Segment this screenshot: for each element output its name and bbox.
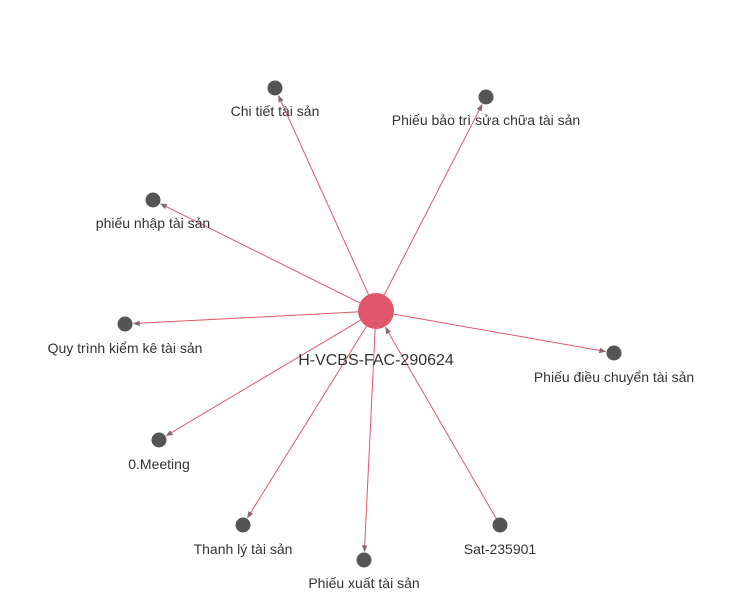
node-label-phieu-nhap-tai-san: phiếu nhập tài sản xyxy=(96,215,210,231)
node-label-sat-235901: Sat-235901 xyxy=(464,541,537,557)
edges-layer xyxy=(132,95,607,553)
node-phieu-xuat-tai-san[interactable] xyxy=(356,552,372,568)
node-chi-tiet-tai-san[interactable] xyxy=(267,80,283,96)
node-label-phieu-dieu-chuyen-tai-san: Phiếu điều chuyển tài sản xyxy=(534,369,694,385)
node-label-chi-tiet-tai-san: Chi tiết tài sản xyxy=(231,103,320,119)
edge-phieu-xuat-tai-san xyxy=(361,328,376,553)
node-label-thanh-ly-tai-san: Thanh lý tài sản xyxy=(194,541,293,557)
edge-sat-235901 xyxy=(385,326,497,519)
edge-chi-tiet-tai-san xyxy=(278,95,370,295)
node-sat-235901[interactable] xyxy=(492,517,508,533)
nodes-layer xyxy=(117,80,622,568)
center-node[interactable] xyxy=(358,293,394,329)
edge-phieu-bao-tri-sua-chua-tai-san xyxy=(383,103,483,296)
edge-0-meeting xyxy=(165,319,361,437)
node-0-meeting[interactable] xyxy=(151,432,167,448)
edge-phieu-dieu-chuyen-tai-san xyxy=(393,313,607,354)
node-label-phieu-bao-tri-sua-chua-tai-san: Phiếu bảo trì sửa chữa tài sản xyxy=(392,112,580,128)
node-label-quy-trinh-kiem-ke-tai-san: Quy trình kiểm kê tài sản xyxy=(48,340,203,356)
node-thanh-ly-tai-san[interactable] xyxy=(235,517,251,533)
node-phieu-bao-tri-sua-chua-tai-san[interactable] xyxy=(478,89,494,105)
node-phieu-dieu-chuyen-tai-san[interactable] xyxy=(606,345,622,361)
center-node-label: H-VCBS-FAC-290624 xyxy=(298,352,454,369)
node-label-0-meeting: 0.Meeting xyxy=(128,456,189,472)
node-label-phieu-xuat-tai-san: Phiếu xuất tài sản xyxy=(308,575,419,591)
edge-thanh-ly-tai-san xyxy=(247,326,367,519)
node-phieu-nhap-tai-san[interactable] xyxy=(145,192,161,208)
edge-quy-trinh-kiem-ke-tai-san xyxy=(132,311,359,327)
edge-phieu-nhap-tai-san xyxy=(159,203,361,304)
node-quy-trinh-kiem-ke-tai-san[interactable] xyxy=(117,316,133,332)
